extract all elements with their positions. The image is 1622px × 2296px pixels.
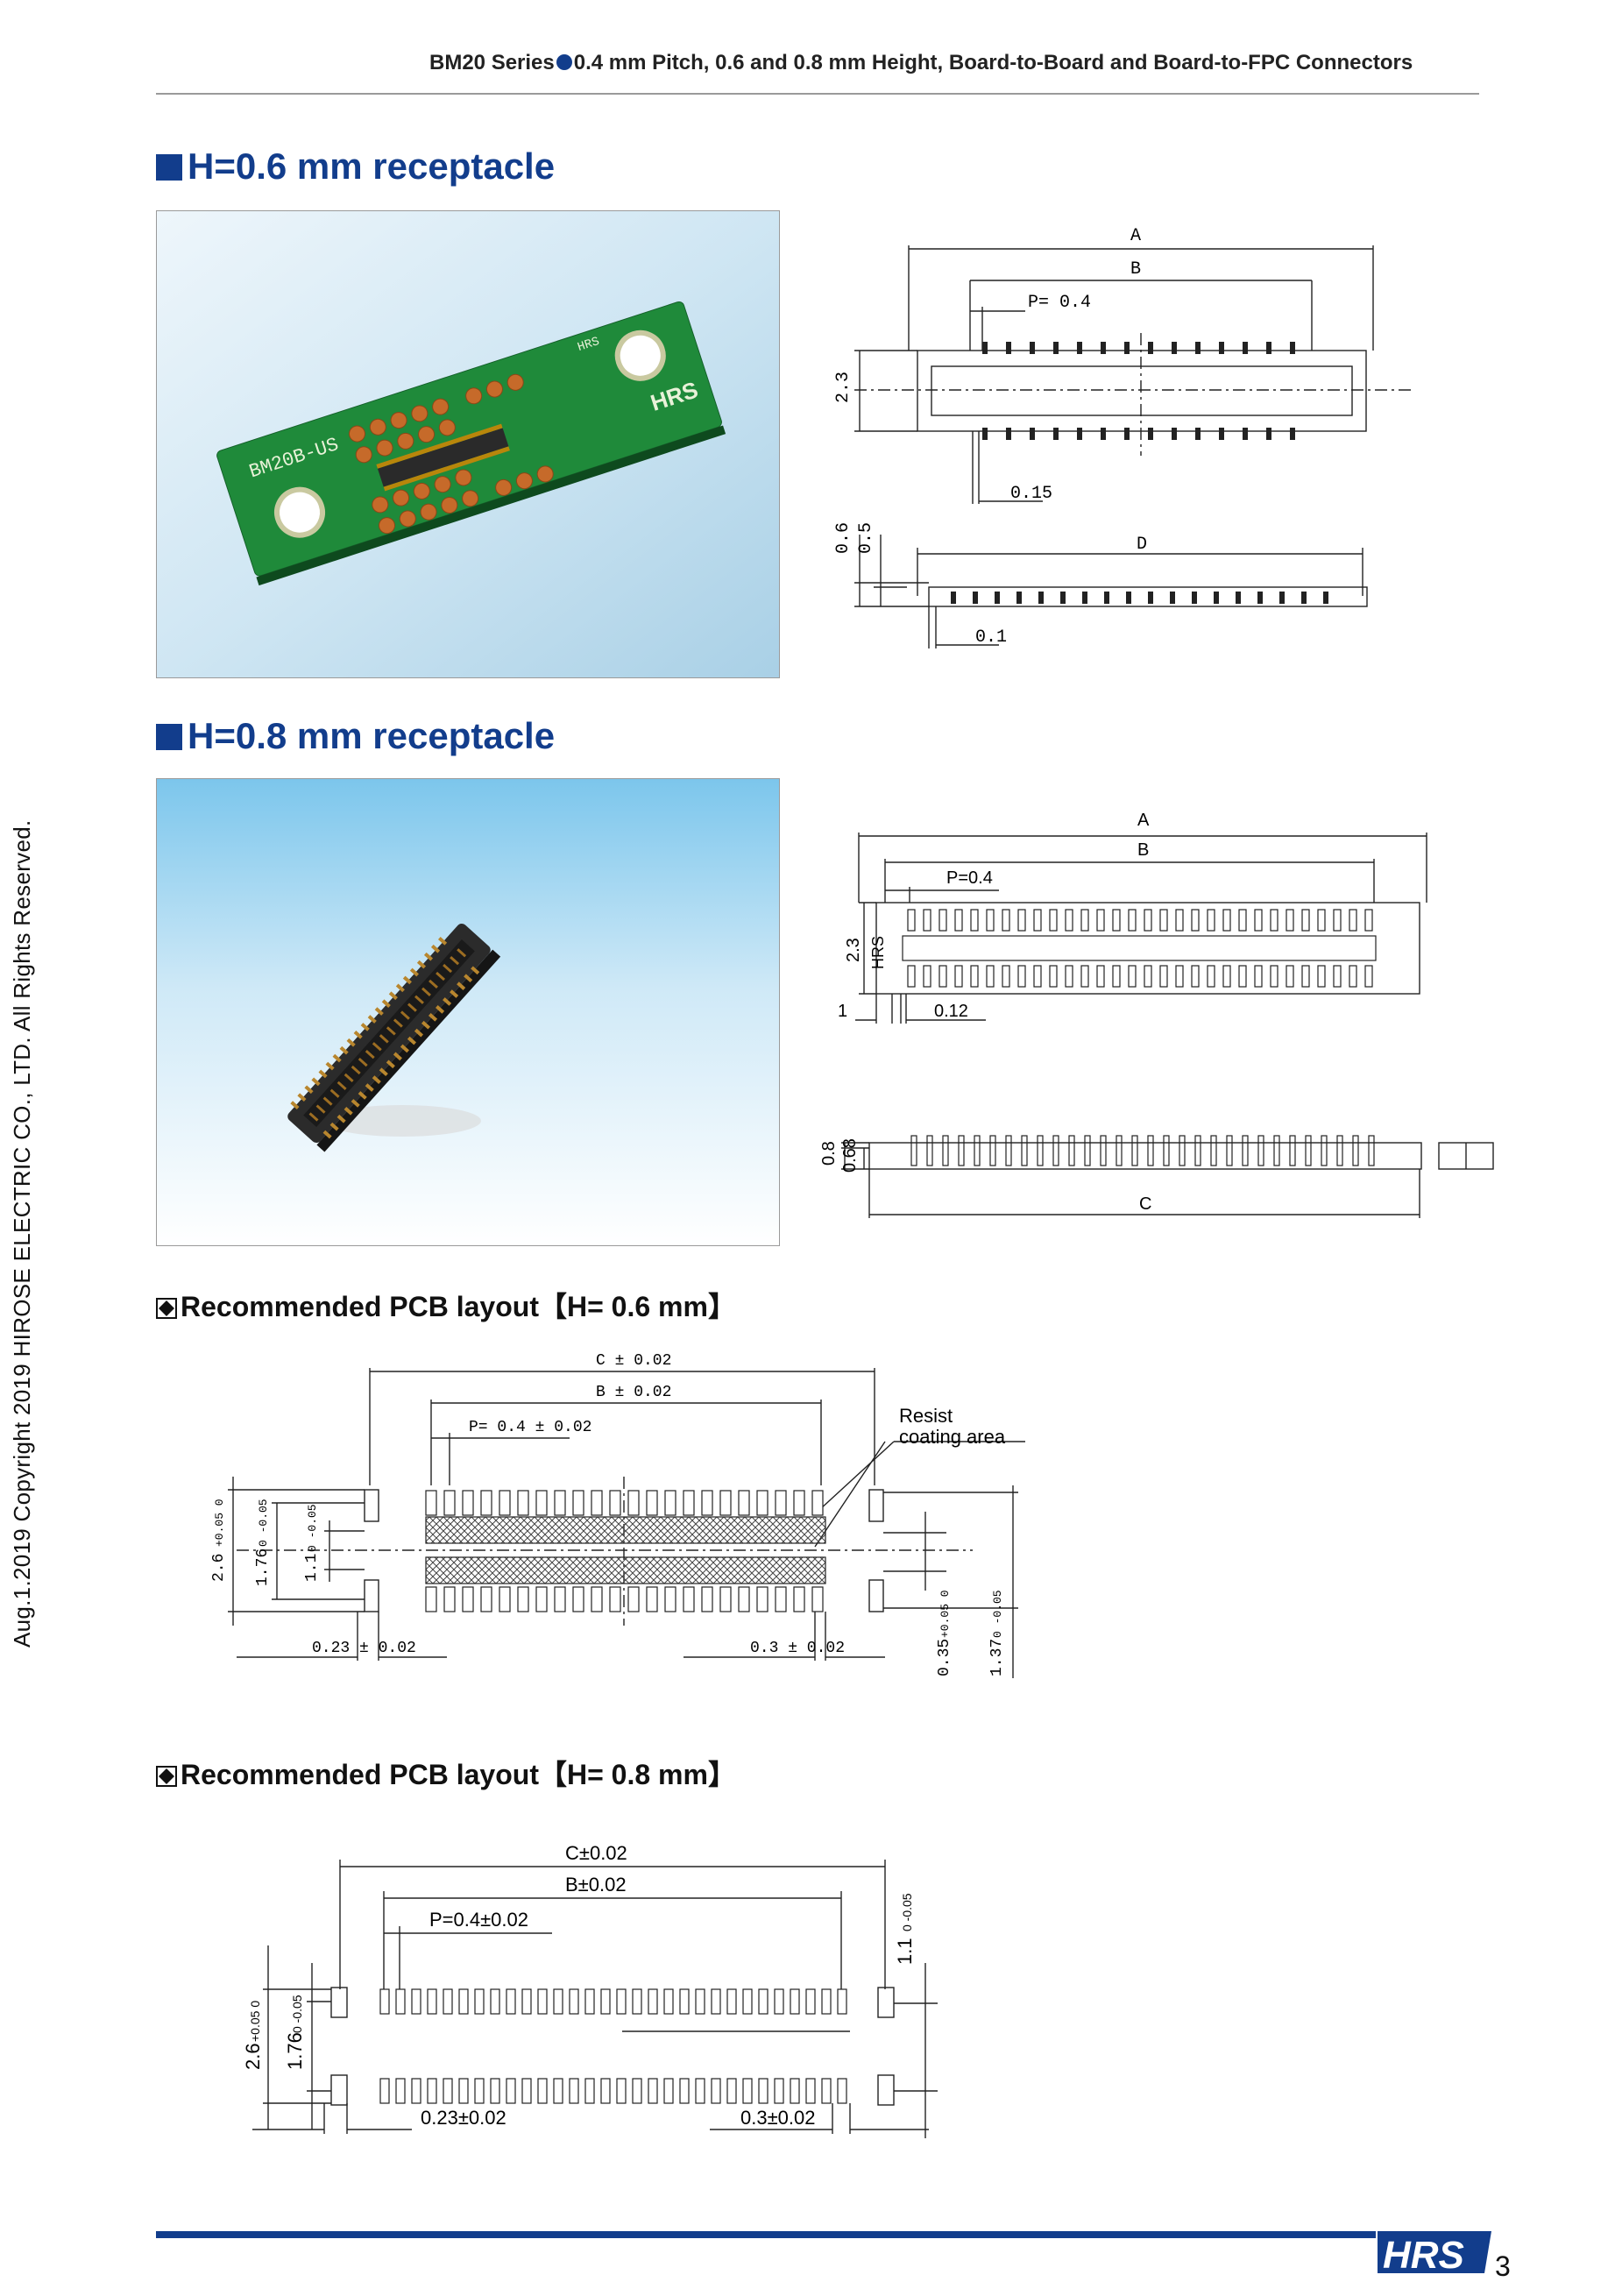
hrs-logo: HRS [1378, 2231, 1491, 2277]
photo-h08-receptacle [156, 778, 780, 1246]
pcb08-r1-tol: 0 -0.05 [900, 1893, 914, 1931]
pcb06-v1-tol: +0.05 0 [213, 1499, 226, 1547]
dim-pitch: P= 0.4 [1028, 293, 1091, 313]
dim-h1: 0.6 [833, 522, 853, 554]
pcb-layout-h06: C ± 0.02 B ± 0.02 P= 0.4 ± 0.02 Resist c… [210, 1352, 1025, 1678]
pcb08-v1: 2.6 [242, 2043, 264, 2070]
diamond-bullet-icon [156, 1298, 177, 1319]
drawing-h06-receptacle: A B P= 0.4 2.3 0.15 0.6 0.5 D 0.1 [833, 226, 1415, 648]
pcb08-w2: 0.3±0.02 [740, 2107, 815, 2129]
page-number: 3 [1495, 2250, 1511, 2282]
section-title-h06: H=0.6 mm receptacle [156, 145, 555, 188]
resist-label-2: coating area [899, 1426, 1006, 1448]
pcb06-v2-tol: 0 -0.05 [257, 1499, 270, 1547]
pcb08-v2: 1.76 [284, 2032, 306, 2070]
pcb06-dim-c: C ± 0.02 [596, 1352, 671, 1370]
header-series: BM20 Series [429, 51, 555, 74]
pcb08-pads [379, 1988, 847, 2104]
page-header: BM20 Series 0.4 mm Pitch, 0.6 and 0.8 mm … [429, 51, 1413, 75]
pcb06-v2: 1.76 [254, 1548, 272, 1586]
h08-dim-w2: 0.12 [934, 1002, 968, 1021]
top-contacts [982, 342, 1295, 440]
footer-bar [156, 2231, 1376, 2238]
pcb06-w1: 0.23 ± 0.02 [312, 1640, 416, 1657]
pcb06-w2: 0.3 ± 0.02 [750, 1640, 845, 1657]
h08-dim-pitch: P=0.4 [946, 868, 993, 888]
photo-h06-receptacle: BM20B-US HRS HRS [156, 210, 780, 678]
h08-side-h2: 0.68 [840, 1138, 860, 1173]
pcb-title-h08: Recommended PCB layout【H= 0.8 mm】 [156, 1753, 736, 1793]
h08-top-contacts [902, 909, 1377, 988]
pcb-title-h06: Recommended PCB layout【H= 0.6 mm】 [156, 1285, 736, 1325]
dim-d: D [1137, 535, 1147, 555]
header-bullet-icon [556, 54, 572, 70]
square-bullet-icon [156, 724, 182, 750]
pcb06-r2-tol: 0 -0.05 [991, 1590, 1004, 1638]
drawing-h08-receptacle: A B P=0.4 2.3 HRS 1 0.12 0.8 0.68 C [819, 811, 1494, 1218]
resist-label-1: Resist [899, 1405, 953, 1427]
h08-mark: HRS [869, 936, 887, 969]
pcb06-v3: 1.1 [303, 1554, 321, 1582]
pcb08-v2-tol: 0 -0.05 [290, 1995, 304, 2033]
pcb08-r1: 1.1 [894, 1938, 916, 1965]
diamond-bullet-icon [156, 1766, 177, 1787]
section-title-h08: H=0.8 mm receptacle [156, 715, 555, 757]
pcb08-v1-tol: +0.05 0 [248, 2001, 262, 2042]
h08-dim-w1: 1 [838, 1002, 847, 1021]
pcb08-dim-c: C±0.02 [565, 1842, 627, 1864]
square-bullet-icon [156, 154, 182, 181]
header-rule [156, 93, 1479, 95]
pcb-layout-h08: C±0.02 B±0.02 P=0.4±0.02 2.6 +0.05 0 1.7… [242, 1842, 938, 2138]
pcb06-r1: 0.35 [936, 1639, 953, 1676]
dim-height: 2.3 [833, 372, 853, 403]
header-description: 0.4 mm Pitch, 0.6 and 0.8 mm Height, Boa… [573, 51, 1413, 74]
pcb08-w1: 0.23±0.02 [421, 2107, 506, 2129]
photo-h06-svg: BM20B-US HRS HRS [157, 211, 779, 677]
dim-gap: 0.1 [975, 627, 1007, 648]
hrs-logo-text: HRS [1383, 2234, 1464, 2277]
pcb06-v1: 2.6 [210, 1554, 228, 1582]
h08-side-c: C [1139, 1194, 1151, 1214]
pcb08-dim-b: B±0.02 [565, 1874, 627, 1896]
pcb08-pitch: P=0.4±0.02 [429, 1909, 528, 1931]
pcb06-r2: 1.37 [988, 1639, 1006, 1676]
photo-h08-svg [157, 779, 779, 1245]
dim-pad: 0.15 [1010, 484, 1052, 504]
pcb06-pads [425, 1490, 824, 1612]
h08-dim-height: 2.3 [844, 938, 863, 962]
pcb06-pitch: P= 0.4 ± 0.02 [469, 1419, 591, 1436]
board-mark-small: HRS [576, 335, 601, 355]
dim-a: A [1130, 226, 1141, 246]
h08-side-h1: 0.8 [819, 1141, 839, 1166]
copyright-vertical: Aug.1.2019 Copyright 2019 HIROSE ELECTRI… [9, 819, 35, 1648]
h08-dim-b: B [1137, 840, 1149, 860]
dim-b: B [1130, 259, 1141, 280]
h08-dim-a: A [1137, 811, 1150, 830]
pcb06-v3-tol: 0 -0.05 [306, 1504, 319, 1552]
pcb06-r1-tol: +0.05 0 [938, 1590, 952, 1638]
dim-h2: 0.5 [856, 522, 876, 554]
pcb06-dim-b: B ± 0.02 [596, 1384, 671, 1401]
